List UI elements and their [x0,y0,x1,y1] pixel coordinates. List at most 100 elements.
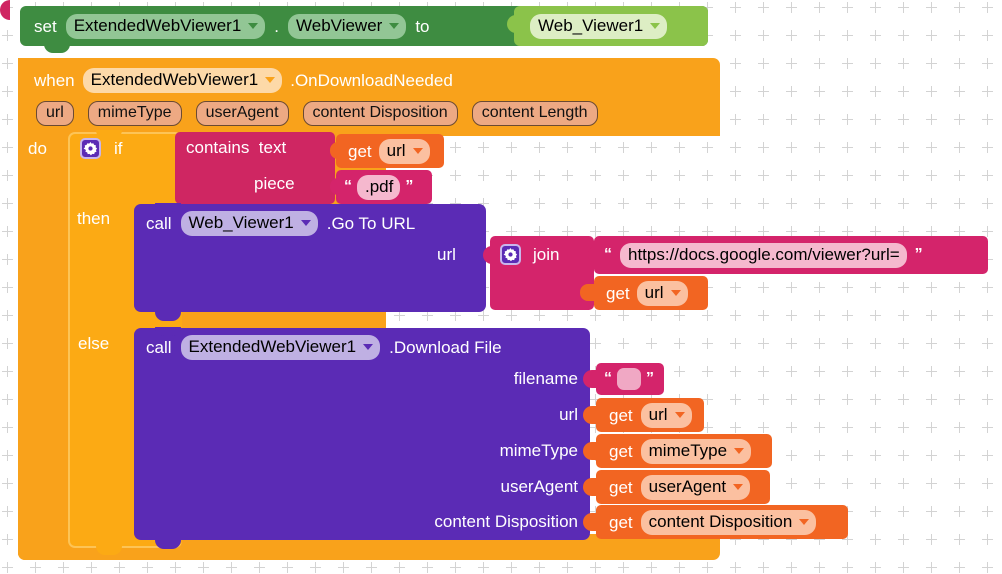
get-keyword: get [609,512,633,532]
set-block-notch [44,44,70,53]
text-string-input[interactable]: .pdf [357,174,401,200]
download-arg-label-useragent: userAgent [500,477,579,496]
get-variable-block-mimetype[interactable]: get mimeType [596,434,772,468]
chevron-down-icon [734,447,745,454]
get-mimetype-plug [583,442,597,460]
get-variable-block-useragent[interactable]: get userAgent [596,470,770,504]
quote-close: ” [646,370,654,387]
chevron-down-icon [363,344,374,350]
event-component-label: ExtendedWebViewer1 [90,70,259,89]
event-parameter-list: url mimeType userAgent content Dispositi… [36,101,598,126]
piece-label: piece [254,174,295,193]
event-component-dropdown[interactable]: ExtendedWebViewer1 [82,68,283,93]
join-string-plug [588,246,596,263]
call-method-block-download-file[interactable] [134,328,590,540]
download-arg-label-content-disposition: content Disposition [434,512,578,531]
if-keyword: if [114,139,123,158]
download-call-notch-top [155,327,181,336]
get-variable-block-content-disposition[interactable]: get content Disposition [596,505,848,539]
get-variable-dropdown[interactable]: url [378,138,430,164]
set-component-dropdown[interactable]: ExtendedWebViewer1 [65,13,266,39]
get-variable-block-url[interactable]: get url [336,134,444,168]
get-content-disposition-plug [583,513,597,531]
event-header-row: when ExtendedWebViewer1 .OnDownloadNeede… [34,68,453,93]
chevron-down-icon [799,518,810,525]
get-keyword: get [609,477,633,497]
component-getter-label: Web_Viewer1 [538,15,644,35]
join-keyword: join [533,245,560,264]
contains-text-labels: contains text [186,139,286,156]
get-keyword: get [606,283,630,303]
goto-arg-url-label: url [437,245,456,264]
download-component-label: ExtendedWebViewer1 [188,337,357,356]
filename-input[interactable] [617,368,641,390]
goto-method-label: .Go To URL [326,214,416,233]
quote-close: ” [914,246,923,263]
quote-open: “ [604,246,612,263]
event-param-useragent[interactable]: userAgent [195,101,289,126]
goto-component-label: Web_Viewer1 [188,213,294,232]
text-string-block-pdf[interactable]: “ .pdf ” [336,170,432,204]
get-variable-label: content Disposition [648,511,793,531]
download-arg-label-mimetype: mimeType [499,441,578,460]
text-string-block-empty[interactable]: “ ” [596,363,664,395]
quote-open: “ [344,178,352,195]
component-getter-block[interactable]: Web_Viewer1 [514,6,708,46]
event-param-mimetype[interactable]: mimeType [87,101,182,126]
chevron-down-icon [300,220,311,226]
if-block-notch [96,130,122,139]
event-param-content-disposition[interactable]: content Disposition [302,101,458,126]
get-variable-block-url-3[interactable]: get url [596,398,704,432]
contains-keyword: contains [186,138,250,157]
text-string-block-viewer-url[interactable]: “ https://docs.google.com/viewer?url= ” [594,236,988,274]
text-keyword: text [258,138,287,157]
event-param-url[interactable]: url [36,101,74,126]
call-keyword: call [146,338,172,357]
get-useragent-plug [583,478,597,496]
if-header-row: if [80,138,123,159]
gear-icon[interactable] [80,138,101,159]
get-variable-label: url [644,282,664,302]
get-variable-label: mimeType [648,440,728,460]
text-block-plug [330,178,338,195]
contains-block-plug [0,0,10,20]
get-variable-dropdown[interactable]: mimeType [640,438,752,464]
get-variable-dropdown[interactable]: url [636,280,688,306]
get-variable-label: url [648,404,668,424]
chevron-down-icon [389,22,400,29]
set-component-label: ExtendedWebViewer1 [73,15,242,35]
download-call-notch-bottom [155,540,181,549]
get-variable-dropdown[interactable]: userAgent [640,474,751,500]
chevron-down-icon [733,483,744,490]
when-keyword: when [34,71,75,90]
get-variable-label: url [386,140,406,160]
get-variable-block-url-2[interactable]: get url [594,276,708,310]
download-method-label: .Download File [389,338,502,357]
download-arg-label-filename: filename [513,369,578,388]
filename-text-plug [583,370,597,388]
event-param-content-length[interactable]: content Length [471,101,598,126]
contains-text-block[interactable] [175,132,335,204]
set-to-keyword: to [415,16,430,36]
set-property-label: WebViewer [296,15,383,35]
do-label: do [28,139,47,158]
goto-component-dropdown[interactable]: Web_Viewer1 [180,211,318,236]
chevron-down-icon [670,289,681,296]
viewer-url-input[interactable]: https://docs.google.com/viewer?url= [620,242,907,268]
get-variable-dropdown[interactable]: content Disposition [640,509,817,535]
gear-icon[interactable] [500,244,521,265]
chevron-down-icon [248,22,259,29]
set-property-dropdown[interactable]: WebViewer [288,13,407,39]
download-component-dropdown[interactable]: ExtendedWebViewer1 [180,335,381,360]
component-getter-dropdown[interactable]: Web_Viewer1 [530,13,668,39]
chevron-down-icon [265,77,276,83]
chevron-down-icon [412,147,423,154]
quote-close: ” [405,178,414,195]
goto-call-notch-bottom [155,312,181,321]
get-keyword: get [609,405,633,425]
else-label: else [78,334,110,353]
join-block-plug [483,246,492,264]
get-variable-dropdown[interactable]: url [640,402,692,428]
chevron-down-icon [650,22,661,29]
